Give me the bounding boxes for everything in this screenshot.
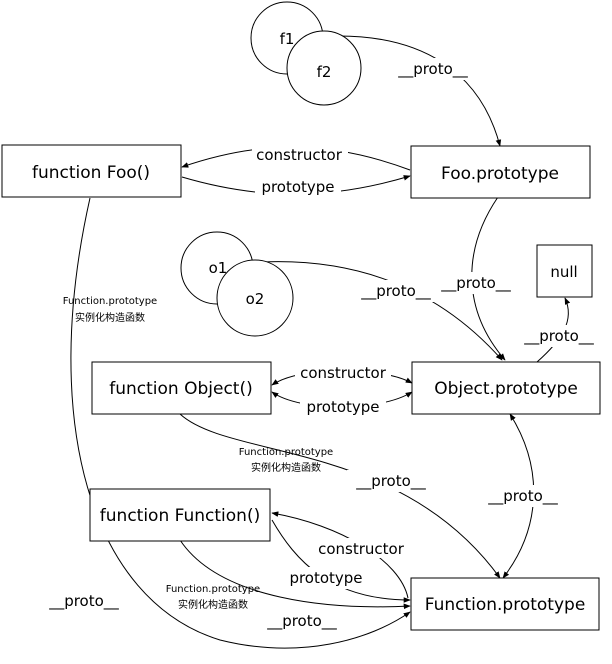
note-object-line2: 实例化构造函数	[251, 461, 321, 474]
function-function-label: function Function()	[100, 506, 260, 526]
constructor-label-object: constructor	[300, 364, 387, 382]
function-function-box	[89, 488, 271, 542]
proto-label-object-function: __proto__	[355, 472, 426, 491]
edge-object-to-function-prototype	[179, 413, 501, 579]
prototype-label-function: prototype	[289, 569, 362, 587]
proto-label-f: __proto__	[397, 60, 468, 79]
proto-label-foo: __proto__	[48, 592, 119, 611]
f2-label: f2	[317, 63, 332, 81]
foo-prototype-label: Foo.prototype	[441, 164, 559, 184]
null-box	[536, 244, 593, 298]
function-prototype-label: Function.prototype	[425, 595, 586, 615]
o2-circle	[216, 259, 294, 337]
edge-f-to-foo-prototype	[334, 35, 502, 147]
constructor-label-foo: constructor	[256, 146, 343, 164]
function-object-label: function Object()	[109, 379, 252, 399]
object-prototype-label: Object.prototype	[434, 379, 578, 399]
function-foo-label: function Foo()	[32, 163, 150, 183]
prototype-label-object: prototype	[306, 398, 379, 416]
note-foo-line2: 实例化构造函数	[75, 311, 145, 324]
o2-label: o2	[246, 290, 265, 308]
edge-foo-to-function-prototype	[70, 197, 411, 649]
foo-prototype-box	[410, 145, 591, 199]
proto-label-function-prototype: __proto__	[487, 487, 558, 506]
constructor-label-function: constructor	[318, 540, 405, 558]
proto-label-function: __proto__	[266, 612, 337, 631]
proto-label-foo-prototype: __proto__	[440, 274, 511, 293]
function-object-box	[91, 361, 272, 415]
null-label: null	[550, 263, 577, 281]
f2-circle	[286, 30, 362, 106]
note-object-line1: Function.prototype	[239, 447, 333, 458]
function-prototype-box	[410, 577, 600, 631]
prototype-label-foo: prototype	[261, 178, 334, 196]
object-prototype-box	[411, 361, 601, 415]
note-function-line2: 实例化构造函数	[178, 598, 248, 611]
f1-label: f1	[280, 30, 295, 48]
proto-label-object-prototype: __proto__	[523, 327, 594, 346]
proto-label-o: __proto__	[360, 282, 431, 301]
edge-function-to-function-prototype	[179, 539, 411, 610]
function-foo-box	[1, 144, 182, 198]
o1-label: o1	[209, 259, 228, 277]
note-function-line1: Function.prototype	[166, 584, 260, 595]
note-foo-line1: Function.prototype	[63, 296, 157, 307]
